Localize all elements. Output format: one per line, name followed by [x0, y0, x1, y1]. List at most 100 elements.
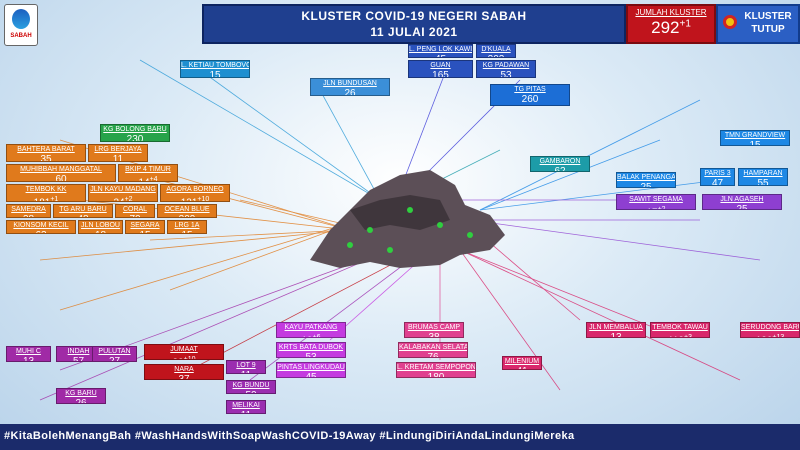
cluster-delta: +10 [197, 196, 210, 202]
cluster-count: 181+1 [7, 194, 85, 201]
cluster-count: 70 [116, 214, 154, 217]
cluster-name: JLN BUNDUSAN [323, 80, 377, 87]
closed-cluster-icon [723, 15, 737, 29]
cluster-name: LOT 9 [236, 362, 256, 369]
cluster-name: NARA [174, 366, 194, 373]
cluster-count: 260 [521, 94, 539, 105]
closed-clusters-label: KLUSTER TUTUP [744, 11, 792, 35]
page-date: 11 JULAI 2021 [370, 25, 458, 39]
cluster-name: JLN LOBOU [81, 222, 120, 229]
cluster-count: 15 [168, 230, 206, 233]
cluster-name: BKIP 4 TIMUR [125, 166, 171, 173]
cluster-count: 11 [227, 370, 265, 373]
cluster-name: MUHI C [16, 348, 41, 355]
cluster-card: JLN LOBOU18 [78, 220, 123, 234]
cluster-count: 57 [72, 356, 85, 362]
cluster-name: KALABAKAN SELATAN [399, 344, 468, 351]
footer-banner: #KitaBolehMenangBah #WashHandsWithSoapWa… [0, 424, 800, 450]
cluster-count: 45 [305, 372, 317, 378]
cluster-card: D'KUALA202 [476, 44, 516, 58]
cluster-count: 118+3 [651, 332, 709, 337]
cluster-count: 35 [40, 154, 52, 162]
cluster-count: 48 [54, 214, 112, 217]
cluster-name: SERUDONG BARU [741, 324, 800, 331]
cluster-name: TMN GRANDVIEW [724, 132, 786, 139]
cluster-card: MILENIUM41 [502, 356, 542, 370]
cluster-card: KG BUNDU50 [226, 380, 276, 394]
cluster-card: MELIKAI11 [226, 400, 266, 414]
cluster-count: 121+10 [161, 194, 229, 202]
cluster-count: 26 [75, 398, 87, 404]
cluster-count: 120+13 [741, 332, 799, 338]
cluster-count: 34+2 [89, 194, 157, 202]
footer-hashtags: #KitaBolehMenangBah #WashHandsWithSoapWa… [4, 430, 575, 442]
closed-clusters-legend: KLUSTER TUTUP [716, 4, 800, 44]
cluster-name: INDAH [67, 348, 90, 355]
cluster-card: LOT 911 [226, 360, 266, 374]
cluster-count: 88+10 [145, 354, 223, 359]
cluster-card: SEGARA15 [125, 220, 165, 234]
cluster-name: PINTAS LINGKUDAU [277, 364, 345, 371]
cluster-name: SAMEDRA [11, 206, 46, 213]
cluster-count: 38 [428, 332, 440, 338]
cluster-count: 202 [477, 54, 515, 57]
total-clusters-label: JUMLAH KLUSTER [635, 8, 707, 17]
cluster-count: 13 [22, 356, 35, 362]
cluster-name: TEMBOK KK [25, 186, 67, 193]
cluster-delta: +13 [772, 334, 785, 338]
cluster-count: 180 [427, 372, 445, 378]
cluster-count: 41 [503, 366, 541, 369]
cluster-card: JUMAAT88+10 [144, 344, 224, 360]
cluster-name: MILENIUM [504, 358, 540, 365]
cluster-card: TEMBOK KK181+1 [6, 184, 86, 202]
cluster-count: 63 [7, 230, 75, 233]
cluster-name: GAMBARON [539, 158, 581, 165]
cluster-count: 18 [79, 230, 122, 233]
cluster-name: PARIS 3 [704, 170, 731, 177]
cluster-name: KG BARU [65, 390, 97, 397]
cluster-delta: +2 [124, 196, 133, 202]
cluster-name: JLN AGASEH [720, 196, 764, 203]
cluster-card: CORAL70 [115, 204, 155, 218]
cluster-count: 53 [500, 70, 512, 78]
cluster-count: 15 [749, 140, 761, 146]
cluster-count: 25 [640, 182, 652, 188]
cluster-delta: +4 [149, 176, 158, 182]
sabah-map [310, 170, 505, 268]
cluster-name: JLN MEMBALUA [589, 324, 643, 331]
cluster-name: BAHTERA BARAT [17, 146, 75, 153]
cluster-delta: +2 [657, 206, 666, 210]
cluster-count: 14+4 [119, 174, 177, 182]
cluster-name: TG ARU BARU [59, 206, 107, 213]
cluster-card: TEMBOK TAWAU118+3 [650, 322, 710, 338]
total-clusters-value: 292+1 [651, 18, 691, 37]
cluster-name: KAYU PATKANG [284, 324, 338, 331]
cluster-name: PULUTAN [98, 348, 131, 355]
cluster-name: KG PADAWAN [482, 62, 530, 69]
cluster-name: LRG BERJAYA [94, 146, 142, 153]
cluster-name: HAMPARAN [743, 170, 783, 177]
cluster-card: KIONSOM KECIL63 [6, 220, 76, 234]
cluster-name: LRG 1A [174, 222, 200, 229]
cluster-count: 19+6 [277, 332, 345, 337]
cluster-card: KAYU PATKANG19+6 [276, 322, 346, 338]
